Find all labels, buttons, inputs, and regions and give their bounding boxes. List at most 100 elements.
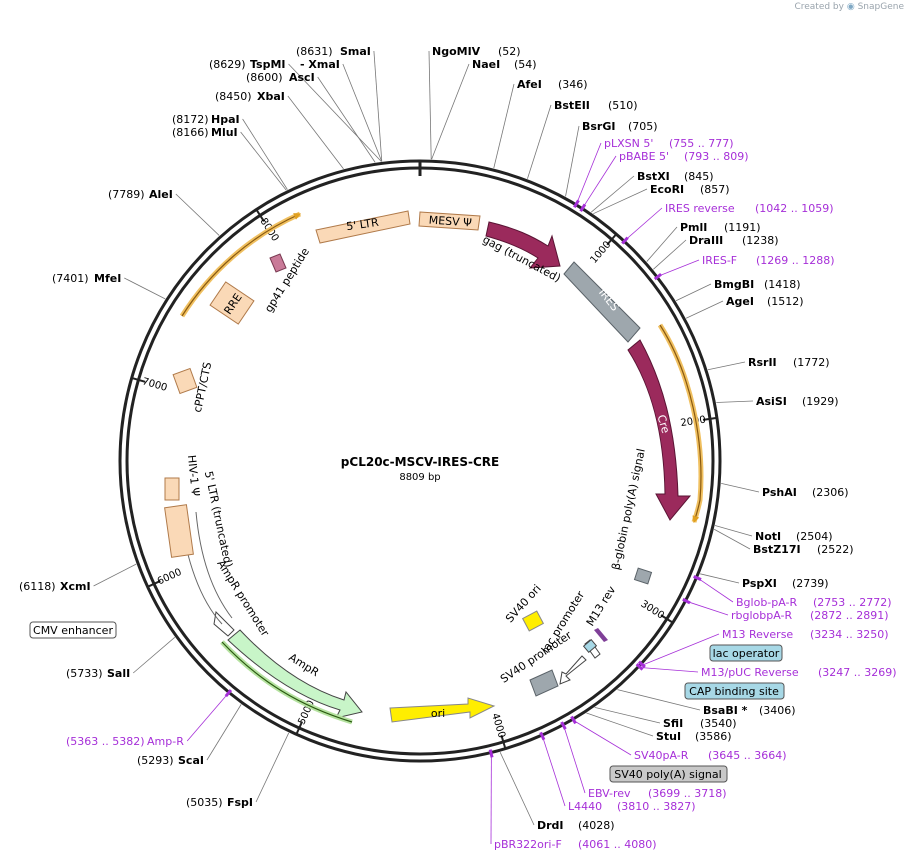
primer-ebv-rev[interactable]: EBV-rev (3699 .. 3718): [588, 787, 727, 800]
feature-ori[interactable]: ori: [389, 697, 496, 723]
svg-text:TspMI: TspMI: [250, 58, 286, 71]
primer-l4440[interactable]: L4440 (3810 .. 3827): [568, 800, 696, 813]
primer-ires-f[interactable]: IRES-F (1269 .. 1288): [702, 254, 835, 267]
enzyme-afei[interactable]: AfeI (346): [517, 78, 588, 91]
svg-text:L4440: L4440: [568, 800, 602, 813]
feature-sv40-ori[interactable]: SV40 ori: [503, 582, 545, 632]
enzyme-noti[interactable]: NotI (2504): [755, 530, 833, 543]
enzyme-mfei[interactable]: (7401) MfeI: [52, 272, 121, 285]
feature-cppt-cts[interactable]: cPPT/CTS: [172, 361, 214, 414]
enzyme-pshai[interactable]: PshAI (2306): [762, 486, 849, 499]
enzyme-bstxi[interactable]: BstXI (845): [637, 170, 714, 183]
primer-amp-r[interactable]: (5363 .. 5382) Amp-R: [66, 735, 184, 748]
enzyme-fspi[interactable]: (5035) FspI: [186, 796, 253, 809]
label-sv40-polya-signal[interactable]: SV40 poly(A) signal: [609, 765, 728, 783]
enzyme-stui[interactable]: StuI (3586): [656, 730, 732, 743]
enzyme-sfii[interactable]: SfiI (3540): [663, 717, 737, 730]
feature-ires[interactable]: IRES: [563, 261, 641, 343]
enzyme-bstz17i[interactable]: BstZ17I (2522): [753, 543, 854, 556]
enzyme-sali[interactable]: (5733) SalI: [66, 667, 130, 680]
svg-text:AgeI: AgeI: [726, 295, 754, 308]
enzyme-asisi[interactable]: AsiSI (1929): [756, 395, 839, 408]
enzyme-drdi[interactable]: DrdI (4028): [537, 819, 615, 832]
primer-sv40pa-r[interactable]: SV40pA-R (3645 .. 3664): [634, 749, 787, 762]
enzyme-bsrgi[interactable]: BsrGI (705): [582, 120, 658, 133]
enzyme-naei[interactable]: NaeI (54): [472, 58, 537, 71]
leader-line: [713, 528, 751, 550]
enzyme-agei[interactable]: AgeI (1512): [726, 295, 804, 308]
leader-line: [573, 720, 632, 756]
label-leaders: [93, 50, 760, 845]
svg-text:rbglobpA-R: rbglobpA-R: [731, 609, 792, 622]
enzyme-pspxi[interactable]: PspXI (2739): [742, 577, 829, 590]
leader-line: [698, 578, 734, 603]
enzyme-ngomiv[interactable]: NgoMIV (52): [432, 45, 521, 58]
tick-mark: [131, 376, 146, 383]
primer-m13-reverse[interactable]: M13 Reverse (3234 .. 3250): [722, 628, 889, 641]
feature-ampr[interactable]: AmpR: [227, 629, 363, 719]
leader-line: [175, 193, 220, 236]
feature-rre[interactable]: RRE: [209, 281, 255, 325]
svg-text:SV40 poly(A) signal: SV40 poly(A) signal: [614, 768, 721, 781]
enzyme-pmli[interactable]: PmlI (1191): [680, 221, 761, 234]
primer-site-mark: [682, 597, 691, 605]
feature-cre[interactable]: Cre: [627, 339, 692, 521]
leader-line: [242, 118, 288, 190]
enzyme-draiii[interactable]: DraIII (1238): [689, 234, 779, 247]
enzyme-bsteii[interactable]: BstEII (510): [554, 99, 638, 112]
plasmid-size: 8809 bp: [399, 472, 440, 483]
enzyme-ecori[interactable]: EcoRI (857): [650, 183, 730, 196]
enzyme-mlui[interactable]: (8166) MluI: [172, 126, 238, 139]
svg-text:SV40pA-R: SV40pA-R: [634, 749, 689, 762]
feature-m13-rev[interactable]: M13 rev: [584, 583, 619, 642]
svg-text:NotI: NotI: [755, 530, 781, 543]
enzyme-smai[interactable]: (8631) SmaI: [296, 45, 371, 58]
enzyme-xmai[interactable]: - XmaI: [300, 58, 340, 71]
enzyme-scai[interactable]: (5293) ScaI: [137, 754, 204, 767]
leader-line: [287, 95, 344, 170]
label-cmv-enhancer[interactable]: CMV enhancer: [29, 621, 117, 639]
enzyme-tspmi[interactable]: (8629) TspMI: [209, 58, 286, 71]
feature-5-ltr[interactable]: 5' LTR: [315, 210, 411, 244]
primer-rbglobpa-r[interactable]: rbglobpA-R (2872 .. 2891): [731, 609, 889, 622]
enzyme-xbai[interactable]: (8450) XbaI: [215, 90, 285, 103]
primer-pbr322ori-f[interactable]: pBR322ori-F (4061 .. 4080): [494, 838, 657, 851]
enzyme-bsabi[interactable]: BsaBI * (3406): [703, 704, 796, 717]
orf-rre-region-line: [181, 213, 302, 317]
svg-text:- XmaI: - XmaI: [300, 58, 340, 71]
feature-label: β-globin poly(A) signal: [609, 447, 647, 571]
primer-m13-puc-reverse[interactable]: M13/pUC Reverse (3247 .. 3269): [701, 666, 897, 679]
leader-line: [431, 63, 470, 160]
leader-line: [93, 563, 137, 587]
svg-text:(8172): (8172): [172, 113, 209, 126]
svg-text:XcmI: XcmI: [60, 580, 91, 593]
enzyme-bmgbi[interactable]: BmgBI (1418): [714, 278, 801, 291]
credit-prefix: Created by: [794, 2, 844, 12]
enzyme-alei[interactable]: (7789) AleI: [108, 188, 173, 201]
label-cap-binding-site[interactable]: CAP binding site: [684, 682, 785, 700]
enzyme-xcmi[interactable]: (6118) XcmI: [19, 580, 91, 593]
svg-text:(3247 .. 3269): (3247 .. 3269): [818, 666, 897, 679]
svg-text:DrdI: DrdI: [537, 819, 564, 832]
enzyme-asci[interactable]: (8600) AscI: [246, 71, 315, 84]
svg-text:(7401): (7401): [52, 272, 89, 285]
primer-ires-reverse[interactable]: IRES reverse (1042 .. 1059): [665, 202, 834, 215]
feature-label: 5' LTR: [346, 216, 380, 233]
feature-mesv-psi[interactable]: MESV Ψ: [418, 211, 481, 231]
primer-bglob-pa-r[interactable]: Bglob-pA-R (2753 .. 2772): [736, 596, 892, 609]
enzyme-rsrii[interactable]: RsrII (1772): [748, 356, 830, 369]
feature-gp41-peptide[interactable]: gp41 peptide: [262, 245, 312, 314]
enzyme-hpai[interactable]: (8172) HpaI: [172, 113, 240, 126]
svg-text:SalI: SalI: [107, 667, 130, 680]
tick-mark: [500, 734, 507, 749]
feature-gag-truncated[interactable]: gag (truncated): [480, 221, 563, 285]
feature-sv40-promoter[interactable]: SV40 promoter: [498, 628, 575, 697]
feature-hiv1-psi[interactable]: HIV-1 Ψ: [164, 454, 202, 501]
tick-mark: [660, 614, 674, 624]
leader-line: [317, 76, 376, 163]
primer-pbabe-5[interactable]: pBABE 5' (793 .. 809): [619, 150, 749, 163]
tick-mark: [606, 233, 618, 246]
label-lac-operator[interactable]: lac operator: [709, 644, 783, 662]
primer-plxsn-5[interactable]: pLXSN 5' (755 .. 777): [604, 137, 734, 150]
feature-beta-globin-polya[interactable]: β-globin poly(A) signal: [609, 447, 653, 585]
